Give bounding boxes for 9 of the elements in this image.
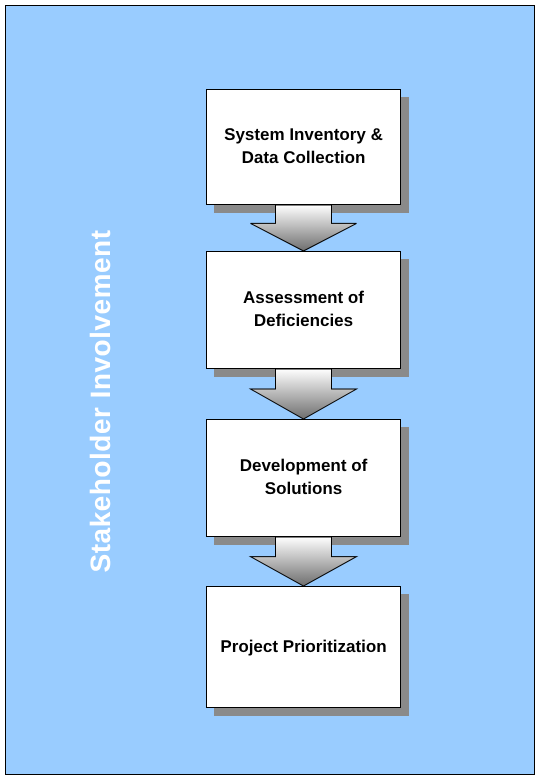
panel-title: Stakeholder Involvement	[85, 230, 117, 572]
block-arrow	[250, 204, 357, 252]
block-arrow	[248, 368, 358, 420]
box-label: Development of Solutions	[238, 455, 368, 500]
stakeholder-panel	[5, 5, 535, 775]
box-label: Assessment of Deficiencies	[242, 287, 365, 332]
box-label: System Inventory & Data Collection	[223, 124, 384, 169]
box-label: Project Prioritization	[220, 636, 387, 658]
block-arrow	[248, 536, 358, 587]
